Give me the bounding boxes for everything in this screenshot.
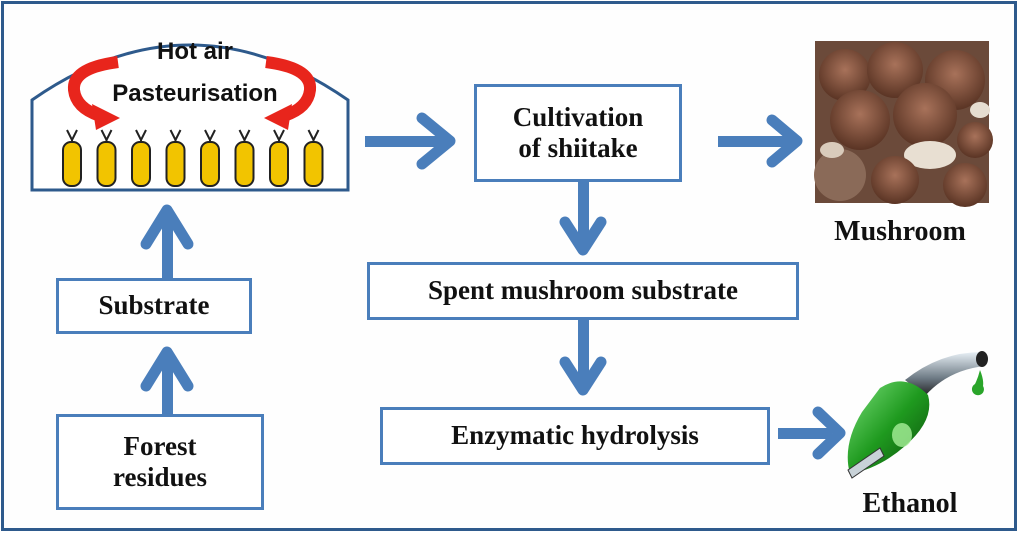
substrate-bag-icon (269, 129, 289, 187)
substrate-bag-icon (62, 129, 82, 187)
forest-residues-box: Forest residues (56, 414, 264, 510)
chamber-label-line2: Pasteurisation (112, 80, 278, 107)
hydrolysis-box: Enzymatic hydrolysis (380, 407, 770, 465)
hot-air-circulation-icon (68, 56, 316, 122)
substrate-bags (62, 129, 324, 187)
arrow-spent-to-hydrolysis (559, 320, 607, 396)
forest-line1: Forest (123, 430, 197, 461)
chamber-label-line1: Hot air (156, 38, 233, 65)
cultivation-box: Cultivation of shiitake (474, 84, 682, 182)
arrow-cultivation-to-spent (559, 182, 607, 256)
substrate-bag-icon (200, 129, 220, 187)
spent-substrate-box: Spent mushroom substrate (367, 262, 799, 320)
cultivation-line1: Cultivation (512, 101, 644, 132)
arrow-forest-to-substrate (140, 346, 194, 414)
mushroom-label: Mushroom (834, 216, 966, 247)
substrate-bag-icon (234, 129, 255, 187)
arrow-chamber-to-cultivation (365, 112, 456, 170)
mushroom-photo (814, 41, 993, 207)
substrate-bag-icon (303, 129, 324, 187)
hot-air-arrowhead-right (264, 104, 292, 130)
substrate-bag-icon (165, 129, 186, 187)
substrate-bag-icon (96, 129, 117, 187)
substrate-label: Substrate (98, 290, 210, 321)
hydrolysis-label: Enzymatic hydrolysis (451, 420, 699, 451)
substrate-bag-icon (131, 129, 151, 187)
spent-substrate-label: Spent mushroom substrate (427, 275, 739, 306)
cultivation-line2: of shiitake (518, 133, 638, 163)
substrate-box: Substrate (56, 278, 252, 334)
ethanol-label: Ethanol (862, 488, 958, 519)
fuel-nozzle-icon (847, 351, 988, 479)
arrow-substrate-to-chamber (140, 204, 194, 278)
arrow-hydrolysis-to-ethanol (778, 406, 846, 460)
hot-air-arrowhead-left (92, 104, 120, 130)
forest-line2: residues (112, 462, 207, 492)
arrow-cultivation-to-mushroom (718, 114, 803, 168)
